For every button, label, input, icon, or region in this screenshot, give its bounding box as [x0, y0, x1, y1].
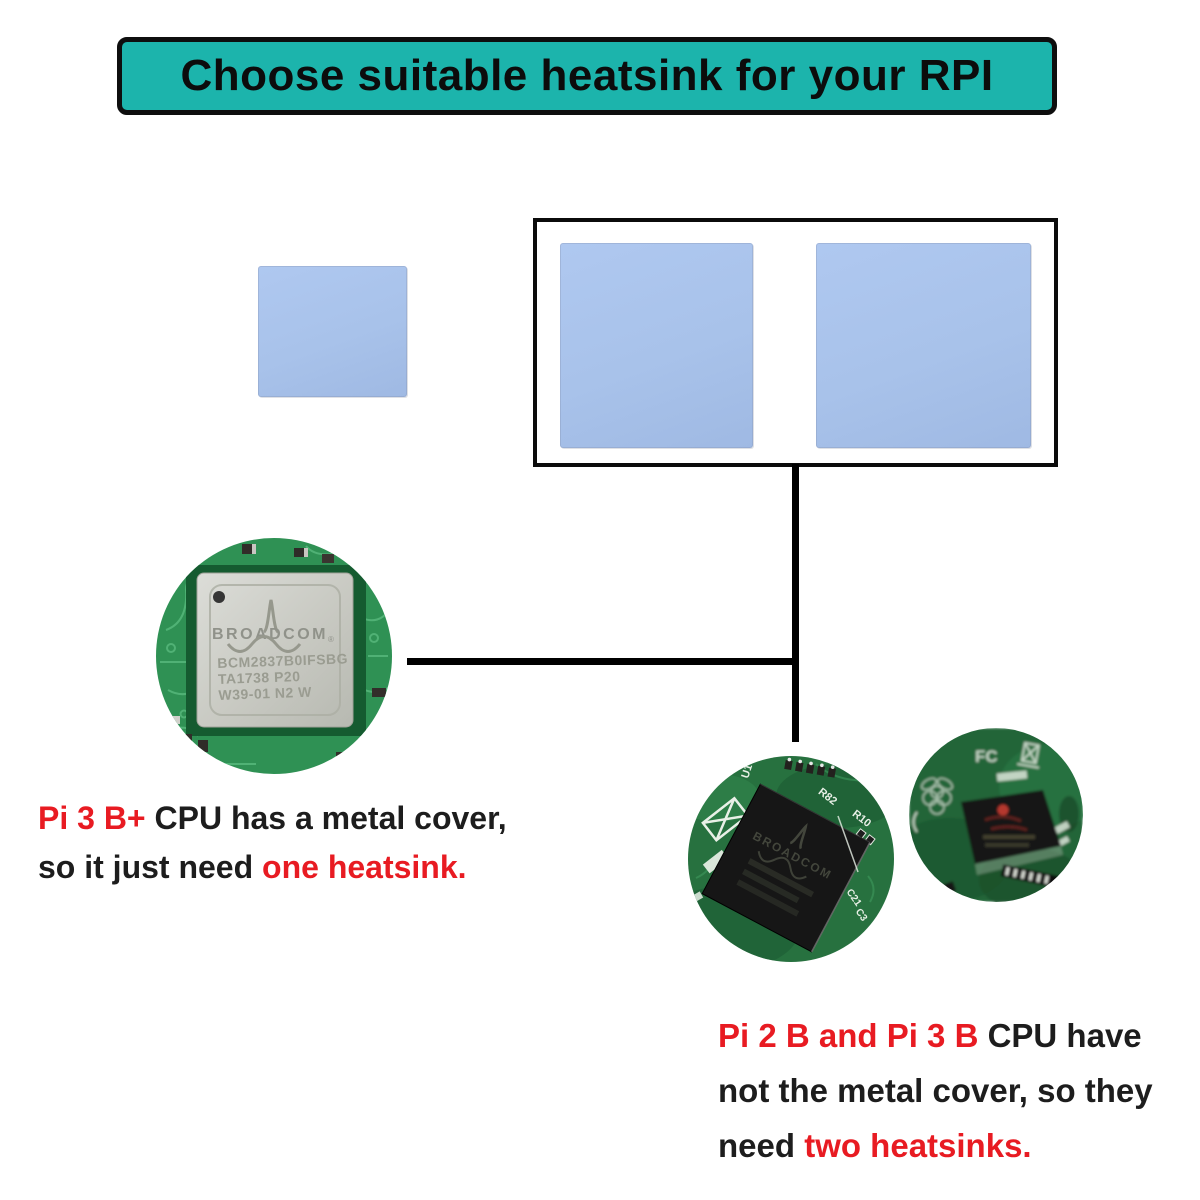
cpu-metal-lid — [196, 572, 354, 728]
connector-pins — [1000, 864, 1061, 889]
caption-highlight: Pi 2 B and Pi 3 B — [718, 1017, 979, 1054]
banner-title-text: Choose suitable heatsink for your RPI — [180, 51, 994, 100]
heatsink-pad-left — [560, 243, 753, 448]
broadcom-wave-icon — [226, 635, 302, 653]
blurred-marking-line — [742, 868, 800, 904]
caption-text: CPU has a metal cover, — [145, 800, 507, 836]
pi3b-cpu-blurry-photo-art: FC — [909, 728, 1083, 902]
bare-cpu-die — [961, 790, 1063, 875]
broadcom-wave-icon — [757, 851, 807, 880]
caption-line: not the metal cover, so they — [718, 1063, 1153, 1118]
silkscreen-marks — [689, 796, 750, 904]
red-brand-engraving — [984, 815, 1028, 832]
chip-markings: BCM2837B0IFSBG TA1738 P20 W39-01 N2 W — [217, 650, 348, 703]
raspberry-logo-outline — [920, 777, 954, 815]
heatsink-pads-box — [533, 218, 1058, 467]
chip-lot-code: TA1738 P20 — [218, 668, 301, 687]
caption-line: Pi 3 B+ CPU has a metal cover, — [38, 794, 507, 843]
caption-line: Pi 2 B and Pi 3 B CPU have — [718, 1008, 1153, 1063]
silkscreen-bracket — [837, 815, 859, 873]
broadcom-pulse-icon — [789, 822, 808, 850]
caption-text: need — [718, 1127, 805, 1164]
caption-line: need two heatsinks. — [718, 1118, 1153, 1173]
registered-mark: ® — [328, 635, 334, 644]
caption-line: so it just need one heatsink. — [38, 843, 507, 892]
blurred-scene: FC — [909, 728, 1083, 902]
smd-row — [784, 757, 836, 778]
caption-text: so it just need — [38, 849, 263, 885]
connector-line-horizontal — [407, 658, 799, 665]
pi3bplus-cpu-photo-art: BROADCOM ® BCM2837B0IFSBG TA1738 P20 W39… — [156, 538, 392, 774]
banner-title: Choose suitable heatsink for your RPI — [117, 37, 1057, 115]
pi2b-pi3b-cpu-photo: U1 R82 R10 C21 C3 BROADCOM — [688, 756, 894, 962]
pi3bplus-cpu-photo: BROADCOM ® BCM2837B0IFSBG TA1738 P20 W39… — [156, 538, 392, 774]
caption-highlight: one heatsink. — [262, 849, 467, 885]
blurred-marking-line — [983, 835, 1035, 839]
chip-brand-text: BROADCOM — [212, 626, 328, 643]
pi2b-pi3b-cpu-photo-art: U1 R82 R10 C21 C3 BROADCOM — [688, 756, 894, 962]
lid-bevel — [209, 584, 341, 716]
caption-pi3bplus: Pi 3 B+ CPU has a metal cover, so it jus… — [38, 794, 507, 892]
heatsink-pad-single — [258, 266, 407, 397]
chip-part-number: BCM2837B0IFSBG — [217, 650, 348, 671]
chip-date-code: W39-01 N2 W — [218, 684, 312, 703]
red-logo-dot — [997, 804, 1009, 816]
pcb-ref-u1: U1 — [739, 763, 755, 780]
bare-cpu-die: BROADCOM — [701, 783, 871, 953]
caption-pi2b-pi3b: Pi 2 B and Pi 3 B CPU have not the metal… — [718, 1008, 1153, 1173]
blurred-marking-line — [747, 858, 815, 898]
caption-highlight: two heatsinks. — [804, 1127, 1032, 1164]
blurred-marking-line — [736, 879, 800, 917]
caption-text: not the metal cover, so they — [718, 1072, 1153, 1109]
pi3b-cpu-blurry-photo: FC — [909, 728, 1083, 902]
blurred-marking-line — [985, 843, 1029, 847]
heatsink-pad-right — [816, 243, 1031, 448]
caption-highlight: Pi 3 B+ — [38, 800, 146, 836]
connector-line-vertical — [792, 464, 799, 742]
weee-bin-icon — [1017, 741, 1040, 769]
broadcom-pulse-icon — [262, 599, 280, 634]
pin1-dot — [213, 591, 225, 603]
fcc-mark: FC — [975, 747, 998, 766]
caption-text: CPU have — [978, 1017, 1142, 1054]
